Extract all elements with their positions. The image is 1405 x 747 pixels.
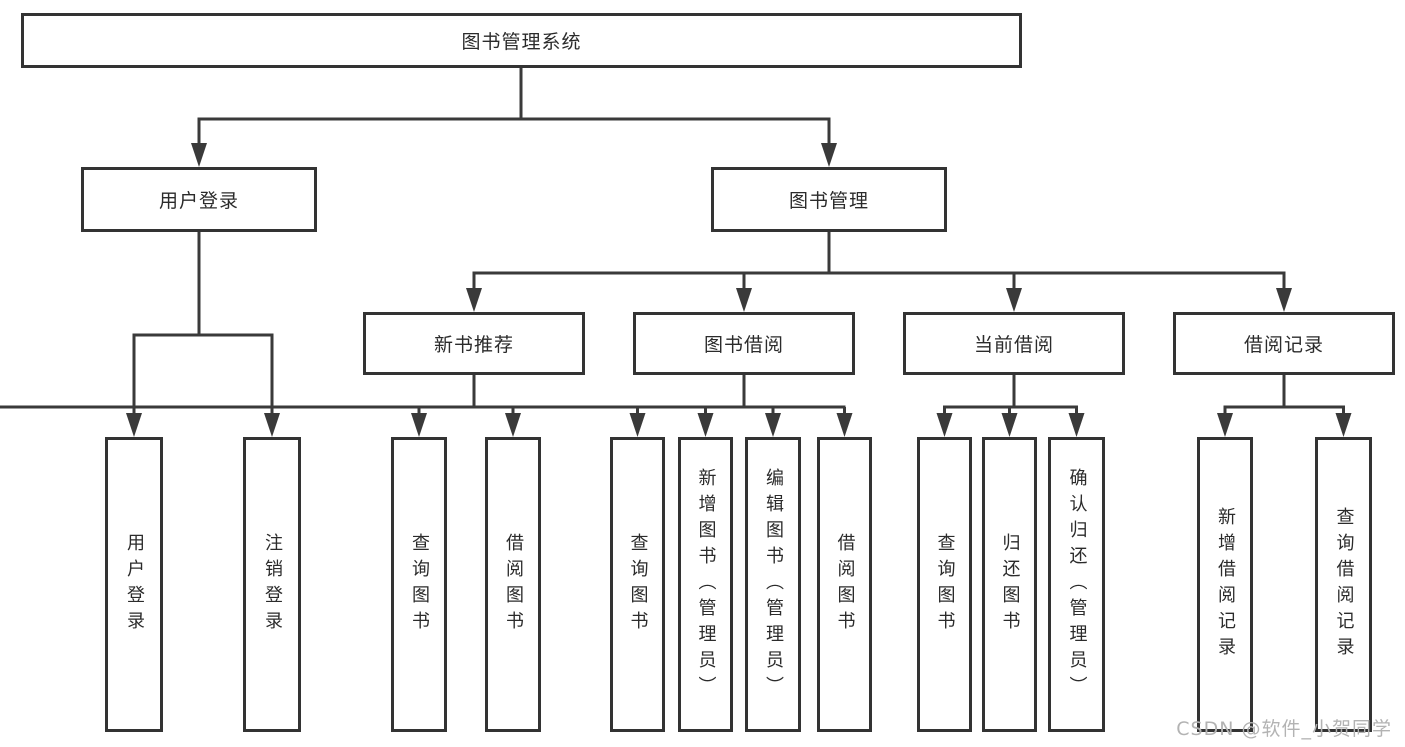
leaf-nbr-query-books-label: 查询图书 — [409, 532, 430, 637]
leaf-bb-query-books-label: 查询图书 — [627, 532, 649, 637]
leaf-nbr-borrow-books-label: 借阅图书 — [503, 532, 524, 637]
node-book-mgmt: 图书管理 — [711, 167, 947, 232]
leaf-br-add-record-label: 新增借阅记录 — [1215, 506, 1236, 663]
csdn-watermark: CSDN @软件_小贺同学 — [1176, 718, 1392, 740]
leaf-bb-borrow-books-label: 借阅图书 — [834, 532, 856, 637]
node-user-login: 用户登录 — [81, 167, 317, 232]
node-borrow-record-label: 借阅记录 — [1243, 334, 1324, 356]
leaf-user-login-label: 用户登录 — [124, 532, 145, 637]
node-user-login-label: 用户登录 — [158, 190, 239, 212]
leaf-br-query-record-label: 查询借阅记录 — [1333, 506, 1355, 663]
leaf-nbr-borrow-books: 借阅图书 — [485, 437, 541, 732]
leaf-cb-confirm-return-label: 确认归还（管理员） — [1066, 467, 1088, 702]
node-current-borrow: 当前借阅 — [903, 312, 1125, 375]
node-book-borrow: 图书借阅 — [633, 312, 855, 375]
leaf-bb-edit-books: 编辑图书（管理员） — [745, 437, 801, 732]
leaf-bb-add-books-label: 新增图书（管理员） — [695, 467, 717, 702]
leaf-br-query-record: 查询借阅记录 — [1315, 437, 1372, 732]
connector-current-borrow-to-leaves — [936, 375, 1085, 437]
connector-borrow-record-to-leaves — [1217, 375, 1352, 437]
connector-book-mgmt-to-level3 — [466, 232, 1292, 312]
leaf-br-add-record: 新增借阅记录 — [1197, 437, 1253, 732]
leaf-logout: 注销登录 — [243, 437, 301, 732]
leaf-bb-borrow-books: 借阅图书 — [817, 437, 872, 732]
leaf-logout-label: 注销登录 — [262, 532, 283, 637]
leaf-cb-return-books-label: 归还图书 — [999, 532, 1021, 637]
node-current-borrow-label: 当前借阅 — [973, 334, 1054, 356]
node-root: 图书管理系统 — [21, 13, 1022, 68]
leaf-user-login: 用户登录 — [105, 437, 163, 732]
leaf-bb-edit-books-label: 编辑图书（管理员） — [763, 467, 784, 702]
node-new-book-rec-label: 新书推荐 — [433, 334, 514, 356]
leaf-cb-return-books: 归还图书 — [982, 437, 1037, 732]
leaf-nbr-query-books: 查询图书 — [391, 437, 447, 732]
leaf-cb-confirm-return: 确认归还（管理员） — [1048, 437, 1105, 732]
leaf-bb-query-books: 查询图书 — [610, 437, 665, 732]
leaf-cb-query-books: 查询图书 — [917, 437, 972, 732]
node-new-book-rec: 新书推荐 — [363, 312, 585, 375]
node-book-mgmt-label: 图书管理 — [788, 190, 869, 212]
node-book-borrow-label: 图书借阅 — [703, 334, 784, 356]
leaf-cb-query-books-label: 查询图书 — [934, 532, 956, 637]
connector-user-login-to-leaves — [126, 232, 280, 437]
connector-book-borrow-to-leaves — [0, 375, 853, 437]
node-root-label: 图书管理系统 — [461, 31, 582, 53]
leaf-bb-add-books: 新增图书（管理员） — [678, 437, 733, 732]
connector-root-to-level2 — [191, 68, 837, 167]
node-borrow-record: 借阅记录 — [1173, 312, 1395, 375]
